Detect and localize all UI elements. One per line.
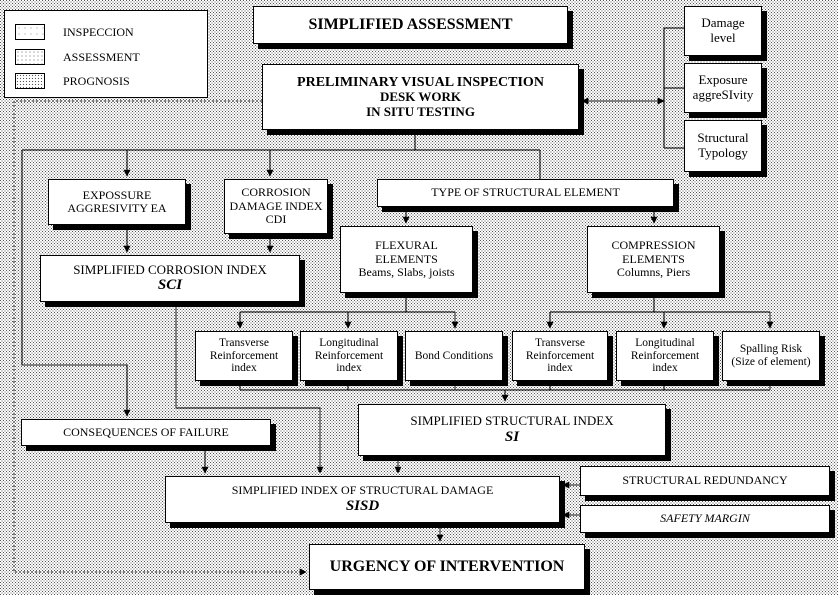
box-line: COMPRESSION <box>611 238 696 253</box>
box-line: TYPE OF STRUCTURAL ELEMENT <box>431 185 620 200</box>
box-line: (Size of element) <box>731 356 811 368</box>
box-line: Reinforcement <box>630 349 700 362</box>
box-line: SIMPLIFIED CORROSION INDEX <box>73 261 267 277</box>
legend-label: INSPECCION <box>63 24 134 39</box>
box-line: CORROSION <box>241 185 311 200</box>
sci-to-sisd-arrow <box>175 302 324 474</box>
box-line: Longitudinal <box>319 336 379 349</box>
box-simplified-assessment: SIMPLIFIED ASSESSMENT <box>253 6 568 44</box>
box-bond: Bond Conditions <box>405 331 503 381</box>
box-line: ELEMENTS <box>622 251 685 266</box>
dotted-to-urgency-arrow <box>13 100 307 576</box>
legend-swatch-light <box>15 24 45 40</box>
box-line: PRELIMINARY VISUAL INSPECTION <box>297 74 544 90</box>
box-line: CDI <box>265 212 287 227</box>
box-line: SISD <box>345 497 380 514</box>
box-line: aggreSIvity <box>692 87 754 102</box>
box-line: Reinforcement <box>314 349 384 362</box>
box-line: SI <box>504 428 520 445</box>
box-line: Reinforcement <box>209 349 279 362</box>
box-line: index <box>547 362 573 375</box>
box-line: URGENCY OF INTERVENTION <box>329 558 565 576</box>
box-consequences: CONSEQUENCES OF FAILURE <box>21 419 271 446</box>
legend-swatch-medium <box>15 49 45 65</box>
box-line: CONSEQUENCES OF FAILURE <box>63 424 229 439</box>
box-line: Damage <box>701 15 745 31</box>
box-line: STRUCTURAL REDUNDANCY <box>622 473 788 488</box>
box-line: Reinforcement <box>525 349 595 362</box>
box-line: Spalling Risk <box>739 343 803 356</box>
box-type-element: TYPE OF STRUCTURAL ELEMENT <box>377 179 674 207</box>
box-line: Transverse <box>534 336 586 349</box>
box-line: Structural <box>697 130 749 146</box>
box-line: level <box>710 30 736 45</box>
box-line: IN SITU TESTING <box>366 103 475 119</box>
box-line: SIMPLIFIED INDEX OF STRUCTURAL DAMAGE <box>231 483 494 498</box>
box-line: Exposure <box>698 72 748 88</box>
legend: INSPECCION ASSESSMENT PROGNOSIS <box>4 10 208 98</box>
box-line: FLEXURAL <box>375 238 438 253</box>
legend-item-prognosis: PROGNOSIS <box>15 72 130 90</box>
box-line: index <box>652 362 678 375</box>
legend-label: PROGNOSIS <box>63 73 130 88</box>
box-line: DESK WORK <box>379 89 462 105</box>
box-line: SAFETY MARGIN <box>660 511 750 526</box>
box-line: EXPOSSURE <box>82 187 152 202</box>
legend-label: ASSESSMENT <box>63 49 140 64</box>
box-line: ELEMENTS <box>375 251 438 266</box>
box-urgency: URGENCY OF INTERVENTION <box>309 544 585 590</box>
box-line: Transverse <box>218 336 270 349</box>
box-line: AGGRESIVITY EA <box>67 201 167 215</box>
legend-item-inspeccion: INSPECCION <box>15 23 134 41</box>
legend-item-assessment: ASSESSMENT <box>15 48 140 66</box>
box-safety: SAFETY MARGIN <box>580 505 830 533</box>
box-line: Longitudinal <box>635 336 695 349</box>
connectors <box>13 27 774 576</box>
box-line: Columns, Piers <box>616 265 691 280</box>
box-line: SIMPLIFIED ASSESSMENT <box>308 16 513 34</box>
box-line: index <box>336 362 362 375</box>
box-redundancy: STRUCTURAL REDUNDANCY <box>580 466 830 496</box>
to-consequences-arrow <box>21 150 131 417</box>
box-line: Bond Conditions <box>414 349 494 362</box>
box-line: index <box>231 362 257 375</box>
box-line: DAMAGE INDEX <box>229 198 323 213</box>
box-line: SIMPLIFIED STRUCTURAL INDEX <box>410 413 614 429</box>
legend-swatch-dense <box>15 73 45 89</box>
box-line: Typology <box>698 145 748 160</box>
box-line: Beams, Slabs, joists <box>358 265 455 280</box>
box-line: SCI <box>157 277 183 294</box>
box-spalling: Spalling Risk(Size of element) <box>722 331 820 381</box>
